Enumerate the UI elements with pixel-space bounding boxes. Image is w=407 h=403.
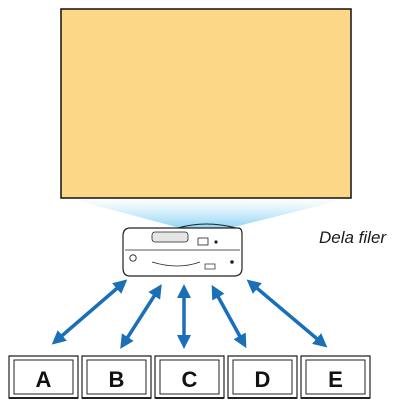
computer-c: C <box>154 355 225 399</box>
projection-screen <box>60 8 352 199</box>
connection-arrows <box>51 279 328 349</box>
projection-beam <box>68 198 350 228</box>
computer-b: B <box>81 355 152 399</box>
computer-label-a: A <box>36 367 52 392</box>
computer-label-c: C <box>182 367 198 392</box>
arrow-a <box>51 279 128 345</box>
projector-port-icon <box>129 254 137 262</box>
computer-label-d: D <box>255 367 271 392</box>
computer-d: D <box>227 355 298 399</box>
computer-e: E <box>300 355 371 399</box>
arrow-e <box>246 279 328 348</box>
projector-button-icon <box>197 237 209 246</box>
diagram-caption: Dela filer <box>319 228 387 247</box>
arrow-d <box>211 284 247 349</box>
arrow-b <box>120 284 162 349</box>
projector-led-icon <box>214 240 218 244</box>
projector <box>122 223 243 277</box>
computer-label-e: E <box>328 367 343 392</box>
computer-label-b: B <box>109 367 125 392</box>
computer-a: A <box>8 355 79 399</box>
